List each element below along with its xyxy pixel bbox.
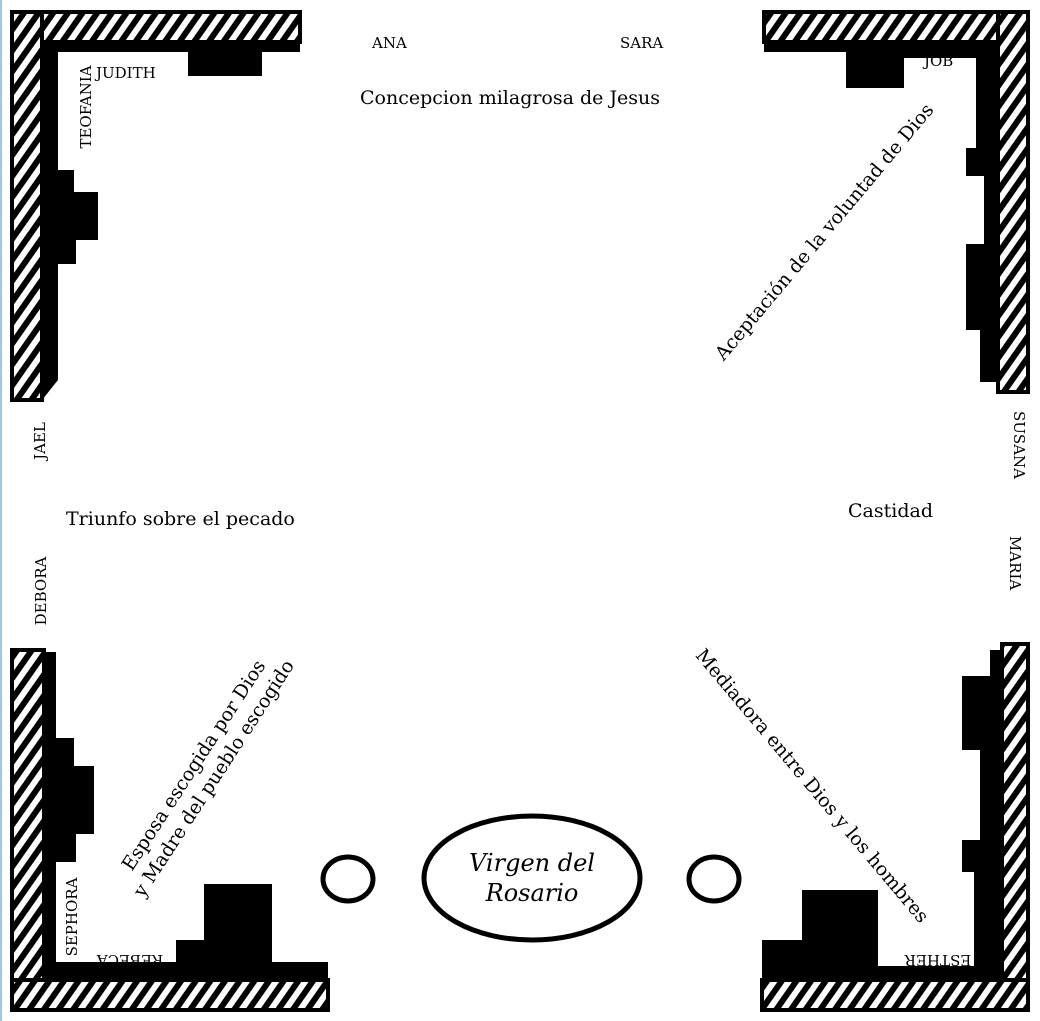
theme-top: Concepcion milagrosa de Jesus: [360, 87, 661, 109]
label-masfa: MASFA: [981, 84, 999, 142]
center-label-line1: Virgen del: [469, 849, 595, 877]
center-label-line2: Rosario: [485, 879, 579, 907]
right-circle: [686, 854, 742, 904]
label-abigail: ABIGAIL: [977, 873, 995, 941]
label-debora: DEBORA: [32, 556, 50, 626]
wall-top-right: [762, 10, 1030, 394]
label-maria: MARIA: [1006, 535, 1024, 591]
wall-bottom-right: [760, 642, 1030, 1012]
center-label: Virgen del Rosario: [432, 848, 632, 908]
left-circle: [320, 854, 376, 904]
label-jael: JAEL: [31, 422, 49, 460]
center-ellipse: [421, 813, 643, 943]
label-rebeca: REBECA: [96, 951, 164, 969]
theme-left: Triunfo sobre el pecado: [66, 508, 295, 530]
label-ana: ANA: [372, 34, 407, 52]
theme-right: Castidad: [848, 500, 933, 522]
label-susana: SUSANA: [1010, 411, 1028, 479]
label-esther: ESTHER: [904, 951, 972, 969]
wall-top-left: [10, 10, 302, 402]
label-teofania: TEOFANIA: [77, 65, 95, 149]
wall-bottom-left: [10, 648, 330, 1012]
label-job: JOB: [924, 52, 954, 70]
label-sara: SARA: [620, 34, 664, 52]
label-sephora: SEPHORA: [63, 877, 81, 957]
label-judith: JUDITH: [96, 64, 156, 82]
